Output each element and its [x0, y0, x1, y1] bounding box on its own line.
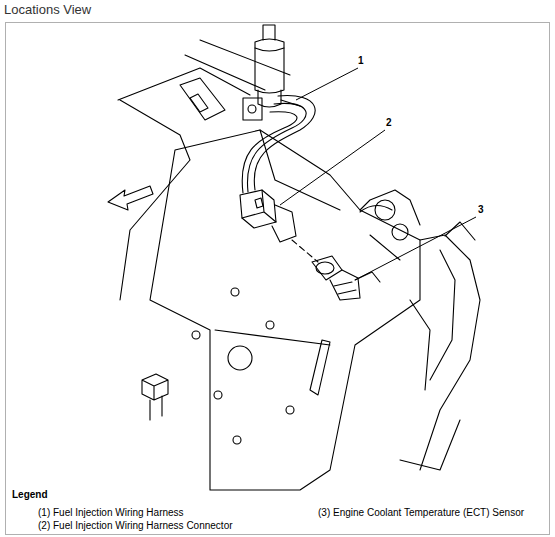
- frame: [6, 23, 550, 535]
- callout-number: 2: [386, 117, 392, 129]
- leader-lines: [280, 68, 476, 280]
- legend-entry: (3) Engine Coolant Temperature (ECT) Sen…: [318, 507, 524, 519]
- engine-drawing: [108, 25, 480, 490]
- legend-heading: Legend: [12, 489, 48, 501]
- view-title: Locations View: [4, 3, 91, 18]
- callout-number: 1: [358, 55, 364, 67]
- callout-number: 3: [478, 204, 484, 216]
- legend-entry: (2) Fuel Injection Wiring Harness Connec…: [38, 520, 233, 532]
- legend-entry: (1) Fuel Injection Wiring Harness: [38, 507, 184, 519]
